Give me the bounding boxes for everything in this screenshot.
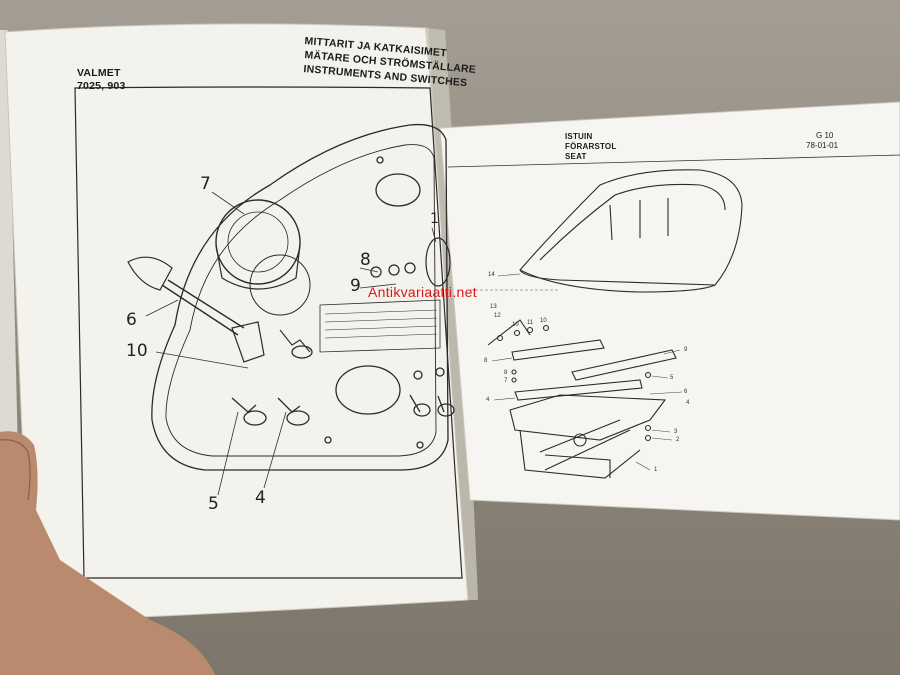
- seat-callout-12: 12: [494, 313, 501, 319]
- seat-callout-7: 7: [504, 378, 508, 384]
- brand-label: VALMET: [77, 67, 121, 79]
- right-title-line-2: FÖRARSTOL: [565, 142, 617, 151]
- seat-callout-11: 11: [527, 320, 534, 326]
- seat-callout-6: 6: [684, 389, 688, 395]
- seat-callout-3: 3: [674, 429, 678, 435]
- page-date: 78-01-01: [806, 141, 839, 150]
- model-label: 7025, 903: [77, 80, 126, 92]
- page-code: G 10: [816, 131, 834, 140]
- seat-illustration: [487, 169, 743, 479]
- seat-callout-10a: 10: [512, 322, 519, 328]
- seat-callout-1: 1: [654, 467, 658, 473]
- seat-callout-8a: 8: [484, 358, 488, 364]
- callout-5: 5: [208, 494, 219, 514]
- seat-callout-2: 2: [676, 437, 680, 443]
- right-header-rule: [447, 154, 900, 168]
- callout-8: 8: [360, 250, 371, 270]
- seat-callout-5: 5: [670, 375, 674, 381]
- right-page: [439, 101, 900, 521]
- seat-callout-14: 14: [488, 272, 495, 278]
- callout-7: 7: [200, 174, 211, 194]
- spine-shadow: [425, 28, 478, 600]
- thumb-edge: [0, 439, 31, 501]
- callout-4: 4: [255, 488, 266, 508]
- right-title-line-1: ISTUIN: [565, 132, 593, 141]
- seat-callout-8b: 8: [504, 370, 508, 376]
- watermark: Antikvariaatti.net: [368, 284, 477, 300]
- left-leader-lines: [145, 191, 437, 496]
- seat-callout-4b: 4: [686, 400, 690, 406]
- right-leader-lines: [491, 273, 683, 471]
- left-drawing-frame: [74, 86, 463, 579]
- dashboard-illustration: [127, 123, 455, 471]
- seat-callout-10b: 10: [540, 318, 547, 324]
- seat-callout-9: 9: [684, 347, 688, 353]
- callout-9: 9: [350, 276, 361, 296]
- callout-6: 6: [126, 310, 137, 330]
- callout-10: 10: [126, 341, 148, 361]
- hand: [0, 431, 215, 675]
- seat-callout-4a: 4: [486, 397, 490, 403]
- right-title-line-3: SEAT: [565, 152, 587, 161]
- seat-callout-13: 13: [490, 304, 497, 310]
- callout-1: 1: [430, 211, 439, 227]
